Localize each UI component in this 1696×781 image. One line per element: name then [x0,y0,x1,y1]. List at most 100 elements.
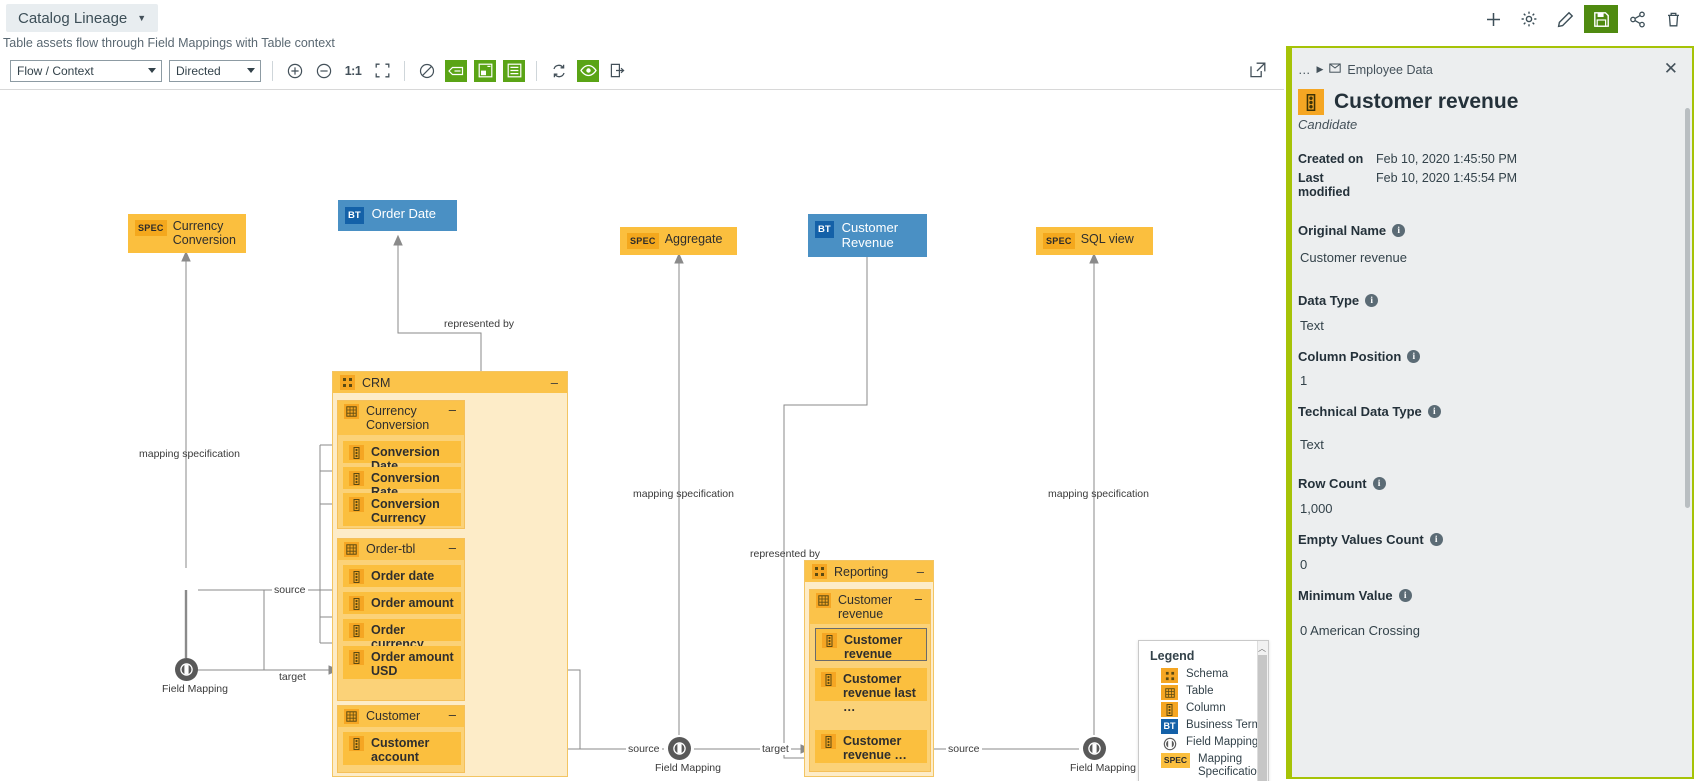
created-on-label: Created on [1298,152,1364,166]
add-button[interactable] [1476,5,1510,33]
spec-node-label: SQL view [1080,232,1134,246]
bt-node-order-date[interactable]: BT Order Date [338,200,457,231]
no-overlay-icon[interactable] [416,60,438,82]
direction-select[interactable]: Directed [169,59,261,82]
field-mapping-node-3[interactable]: Field Mapping [1070,737,1136,774]
table-header[interactable]: Customer – [338,706,464,727]
collapse-nodes-icon[interactable] [445,59,467,82]
chevron-down-icon [148,67,156,73]
legend-item-schema: Schema [1139,667,1268,684]
chevron-down-icon[interactable]: ▼ [137,13,147,23]
export-icon[interactable] [606,60,628,82]
column-order-date[interactable]: Order date [343,565,461,587]
table-header[interactable]: Order-tbl – [338,539,464,560]
list-icon[interactable] [503,59,525,82]
spec-node-aggregate[interactable]: SPEC Aggregate [620,227,737,255]
chevron-up-icon[interactable]: ︿ [1258,644,1266,653]
spec-badge: SPEC [135,220,167,236]
group-header-reporting[interactable]: Reporting – [805,561,933,582]
project-icon [1329,62,1342,77]
table-order-tbl[interactable]: Order-tbl – Order date Order amount [337,538,465,701]
refresh-icon[interactable] [548,60,570,82]
collapse-icon[interactable]: – [448,402,456,417]
field-value-data-type: Text [1300,318,1324,333]
settings-button[interactable] [1512,5,1546,33]
collapse-icon[interactable]: – [914,591,922,606]
info-icon[interactable]: i [1372,477,1386,490]
field-mapping-node-2[interactable]: Field Mapping [655,737,721,774]
info-icon[interactable]: i [1365,294,1379,307]
caret-right-icon[interactable]: ▶ [1316,64,1324,74]
group-header-crm[interactable]: CRM – [333,372,567,393]
column-order-currency[interactable]: Order currency [343,619,461,651]
close-icon[interactable]: ✕ [1663,59,1678,78]
breadcrumb-ellipsis[interactable]: … [1298,62,1311,77]
info-icon[interactable]: i [1427,405,1441,418]
edit-button[interactable] [1548,5,1582,33]
chevron-down-icon [247,67,255,73]
legend-panel[interactable]: Legend Schema Table Column BT [1138,640,1269,781]
field-mapping-node-1[interactable]: Field Mapping [162,658,228,695]
column-icon [349,569,364,584]
column-conversion-rate[interactable]: Conversion Rate [343,467,461,499]
eye-icon[interactable] [577,59,599,82]
save-button[interactable] [1584,5,1618,33]
tab-catalog-lineage[interactable]: Catalog Lineage ▼ [6,4,159,32]
open-in-new-window-icon[interactable] [1250,62,1266,83]
column-label: Order date [371,569,435,583]
legend-scrollbar[interactable]: ︿ [1257,641,1268,781]
legend-scroll-thumb[interactable] [1258,655,1267,781]
created-on-row: Created on Feb 10, 2020 1:45:50 PM [1298,152,1680,166]
layout-icon[interactable] [474,59,496,82]
collapse-icon[interactable]: – [448,707,456,722]
collapse-icon[interactable]: – [916,564,924,579]
collapse-icon[interactable]: – [550,375,558,390]
details-panel[interactable]: ✕ … ▶ Employee Data Customer revenue Can… [1286,46,1694,779]
breadcrumb-label[interactable]: Employee Data [1347,62,1433,77]
info-icon[interactable]: i [1429,533,1443,546]
column-order-amount[interactable]: Order amount [343,592,461,614]
spec-node-sql-view[interactable]: SPEC SQL view [1036,227,1153,255]
details-scrollbar[interactable] [1685,108,1690,508]
share-button[interactable] [1620,5,1654,33]
field-label-empty-values-count: Empty Values Count i [1298,532,1680,547]
fit-screen-icon[interactable] [371,60,393,82]
info-icon[interactable]: i [1392,224,1406,237]
info-icon[interactable]: i [1407,350,1421,363]
info-icon[interactable]: i [1398,589,1412,602]
collapse-icon[interactable]: – [448,540,456,555]
table-icon [344,709,359,724]
top-actions [1476,5,1690,33]
field-label-text: Row Count [1298,476,1367,491]
zoom-out-icon[interactable] [313,60,335,82]
field-mapping-label: Field Mapping [1070,762,1136,774]
panel-accent-bar [1288,48,1292,777]
breadcrumb[interactable]: … ▶ Employee Data [1298,48,1680,77]
last-modified-value: Feb 10, 2020 1:45:54 PM [1376,171,1518,185]
delete-button[interactable] [1656,5,1690,33]
zoom-in-icon[interactable] [284,60,306,82]
column-conversion-date[interactable]: Conversion Date [343,441,461,473]
flow-context-select[interactable]: Flow / Context [10,59,162,82]
zoom-ratio-label[interactable]: 1:1 [344,63,362,78]
